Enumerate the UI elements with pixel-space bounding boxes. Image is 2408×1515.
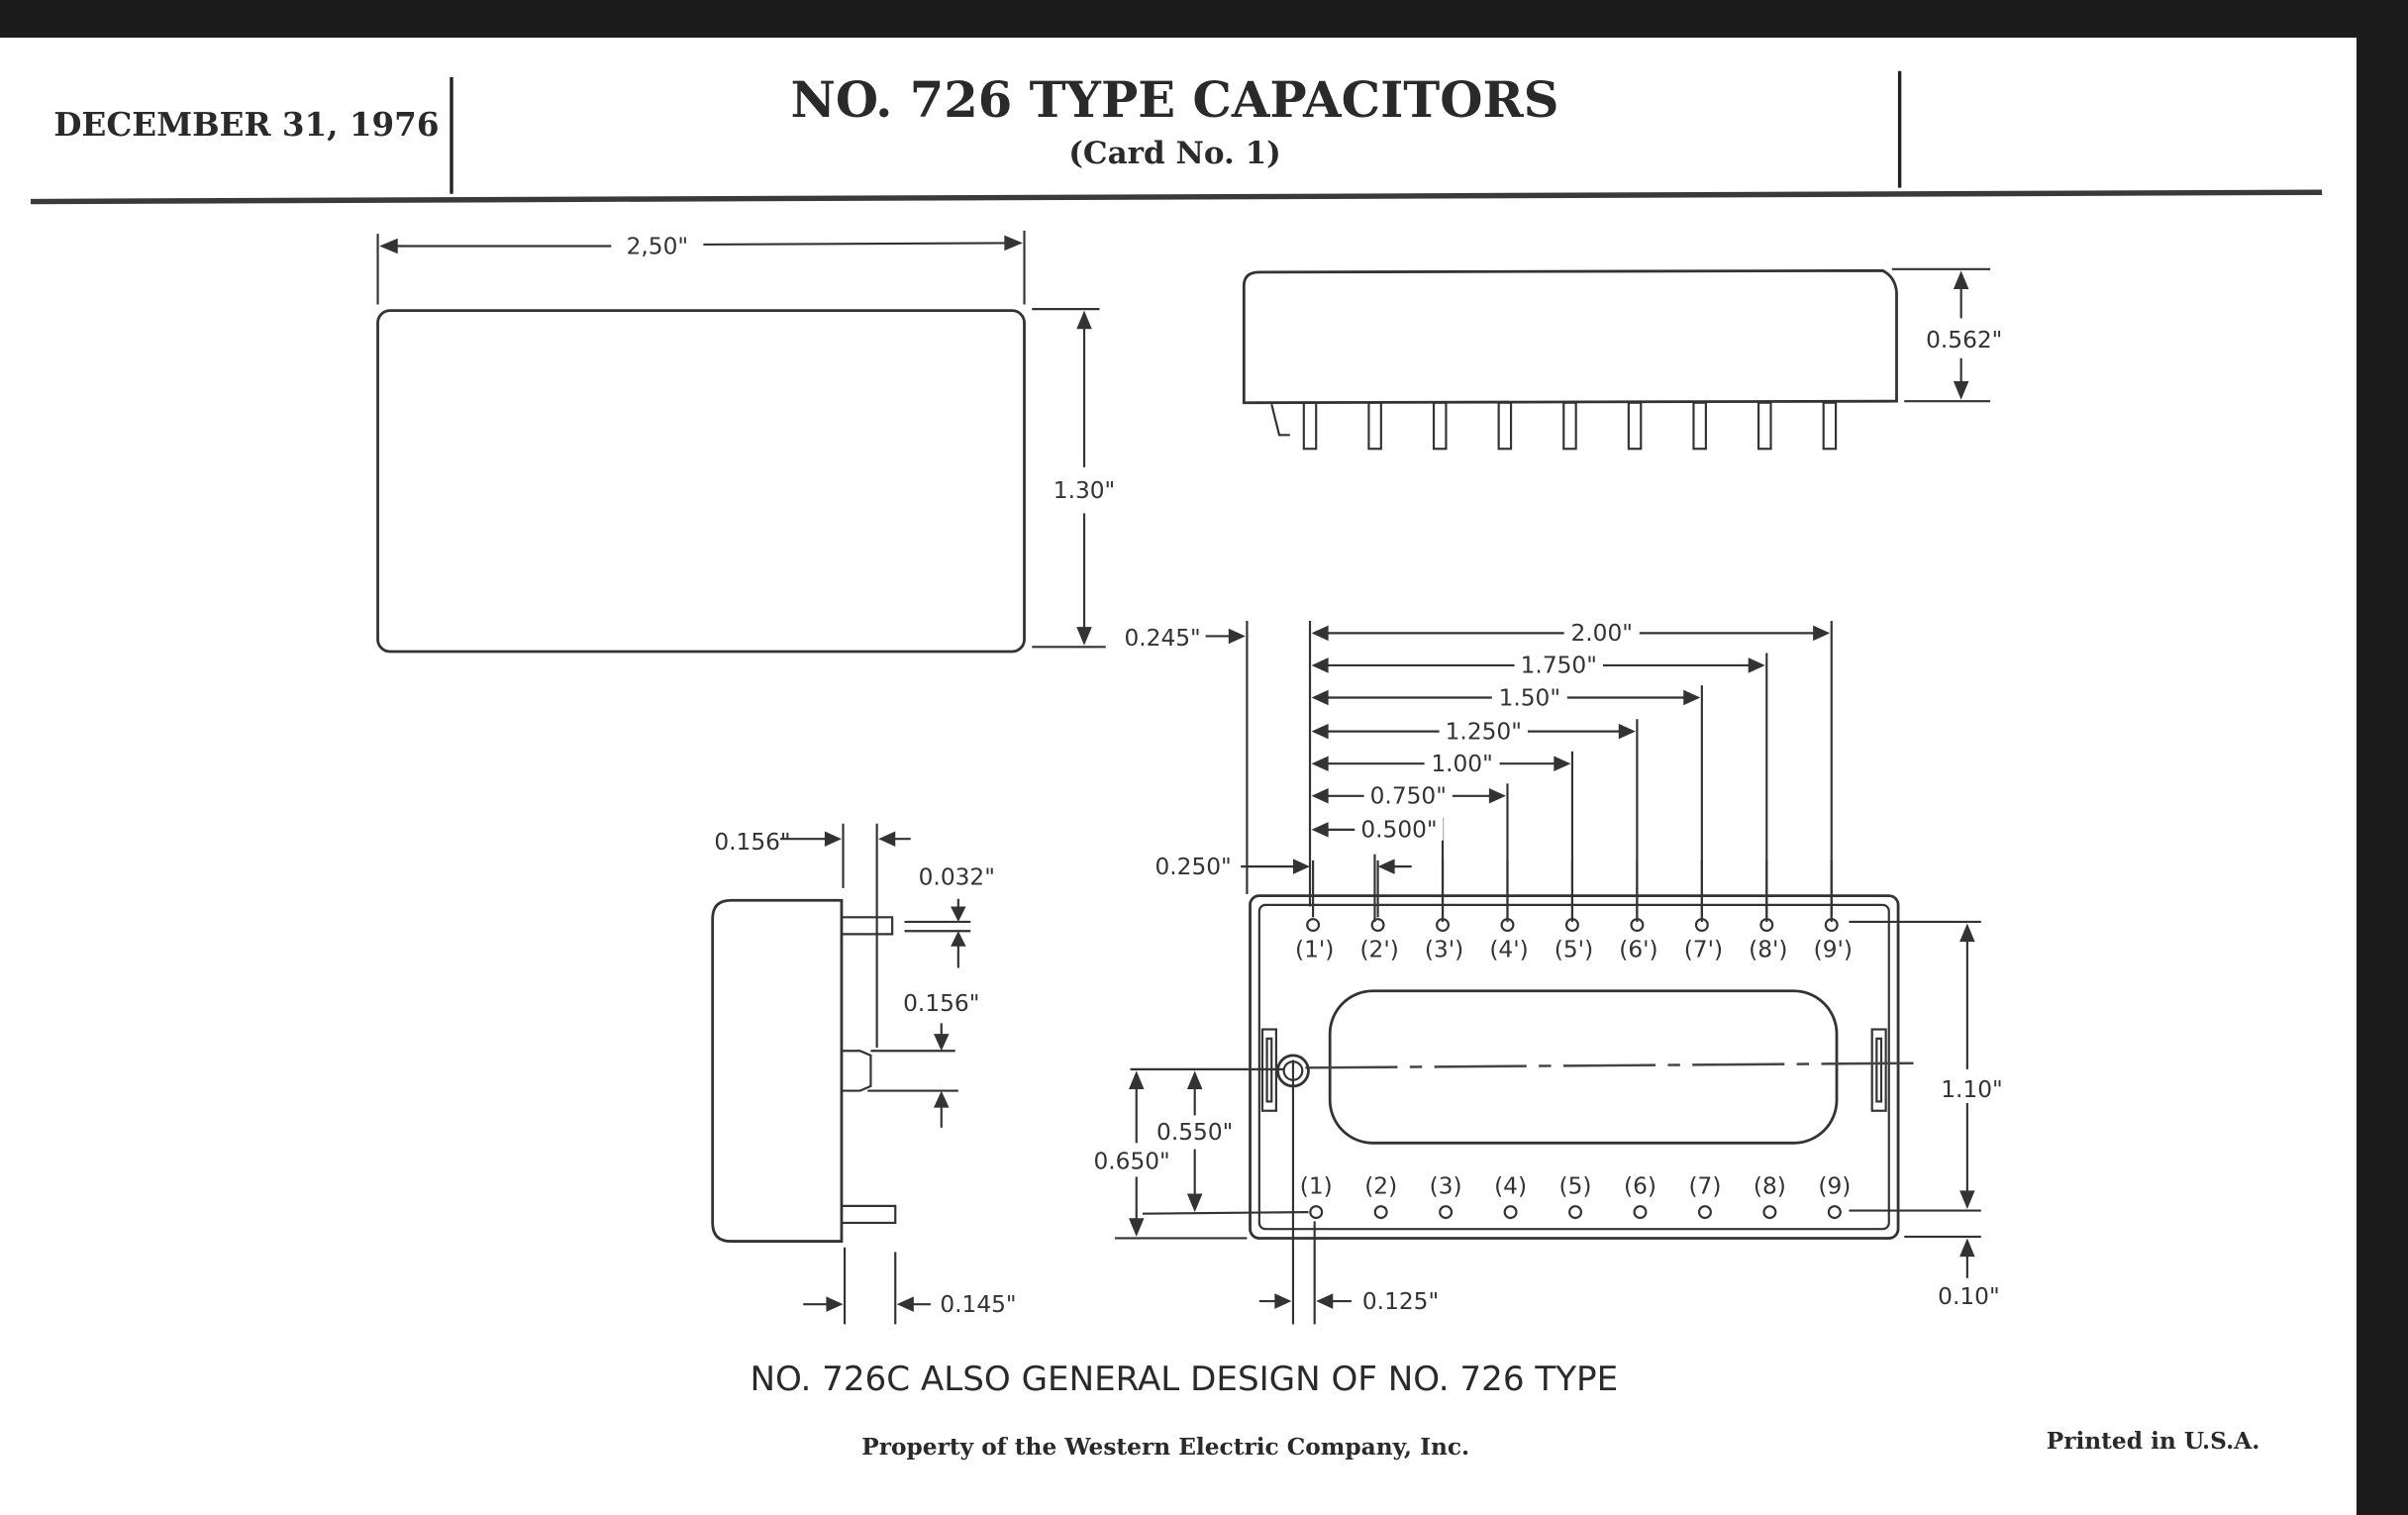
side-pin (1367, 401, 1382, 451)
pin-hole (1762, 1205, 1777, 1220)
pin-hole (1503, 1205, 1518, 1220)
pin-label: (5) (1559, 1172, 1592, 1199)
bottom-view: 0.500"0.750"1.00"1.250"1.50"1.750"2.00" … (1093, 619, 2003, 1325)
pin-label: (8') (1749, 937, 1787, 963)
footer: NO. 726C ALSO GENERAL DESIGN OF NO. 726 … (750, 1360, 2259, 1461)
pin-hole (1306, 918, 1321, 933)
pin-hole (1824, 918, 1839, 933)
side-pin (1432, 401, 1448, 451)
top-view-outline (376, 309, 1026, 654)
pin-hole (1697, 1205, 1712, 1220)
side-pin (1302, 401, 1318, 451)
pin-label: (7') (1684, 937, 1723, 963)
end-view-pin-offset-label: 0.156" (714, 829, 790, 856)
bottom-view-outer (1249, 894, 1900, 1240)
bottom-view-mount-to-edge-label: 0.650" (1093, 1149, 1169, 1175)
pin-spacing-label: 0.750" (1370, 783, 1447, 810)
pin-label: (9') (1814, 937, 1853, 963)
pin-hole (1630, 918, 1645, 933)
end-view-tab-height-label: 0.156" (903, 990, 979, 1017)
pin-label: (2') (1359, 937, 1398, 963)
pin-hole (1309, 1205, 1324, 1220)
side-view: 0.562" (1242, 267, 2002, 451)
pin-label: (4) (1494, 1172, 1527, 1199)
bottom-view-bottom-margin-label: 0.10" (1938, 1283, 1999, 1310)
pin-label: (3) (1430, 1172, 1462, 1199)
side-pin (1692, 401, 1707, 451)
pin-label: (6) (1624, 1172, 1656, 1199)
side-pin (1562, 401, 1577, 451)
side-view-height-label: 0.562" (1926, 327, 2002, 354)
pin-label: (1) (1300, 1172, 1333, 1199)
property-notice: Property of the Western Electric Company… (861, 1434, 1469, 1461)
bottom-view-mount-to-pins-label: 0.550" (1156, 1119, 1233, 1146)
end-view: 0.156" 0.032" 0.156" 0.145" (711, 823, 1017, 1325)
end-view-pin-length-label: 0.145" (940, 1291, 1016, 1318)
pin-label: (3') (1425, 937, 1463, 963)
side-view-outline (1242, 268, 1898, 405)
pin-label: (4') (1489, 937, 1528, 963)
end-view-pin-thickness-label: 0.032" (919, 864, 995, 891)
pin-spacing-label: 0.500" (1360, 817, 1437, 844)
pin-hole (1500, 918, 1515, 933)
pin-hole (1439, 1205, 1454, 1220)
bottom-view-mount-offset-label: 0.125" (1362, 1288, 1439, 1315)
bottom-view-left-offset-pins-label: 0.250" (1155, 854, 1232, 880)
top-view-height-label: 1.30" (1054, 477, 1115, 504)
card-title: NO. 726 TYPE CAPACITORS (791, 70, 1559, 129)
side-pin (1756, 401, 1772, 451)
top-view-width-label: 2,50" (627, 233, 688, 259)
pin-hole (1370, 918, 1385, 933)
pin-label: (1') (1295, 937, 1334, 963)
pin-hole (1373, 1205, 1388, 1220)
top-pin-row: (1') (2') (3') (4') (5') (6') (7') (8') (9') (1295, 859, 1853, 963)
pin-spacing-label: 1.750" (1521, 653, 1597, 679)
bottom-view-inner (1257, 903, 1890, 1231)
pin-label: (8) (1754, 1172, 1786, 1199)
bottom-view-window (1328, 989, 1839, 1145)
card-date: DECEMBER 31, 1976 (53, 105, 439, 144)
side-pin (1497, 401, 1513, 451)
printed-notice: Printed in U.S.A. (2047, 1428, 2260, 1455)
design-note: NO. 726C ALSO GENERAL DESIGN OF NO. 726 … (750, 1360, 1618, 1399)
pin-spacing-label: 2.00" (1570, 620, 1632, 647)
pin-hole (1759, 918, 1774, 933)
pin-label: (6') (1619, 937, 1657, 963)
side-pin (1822, 401, 1838, 451)
pin-label: (7) (1688, 1172, 1721, 1199)
pin-hole (1694, 918, 1709, 933)
pin-hole (1827, 1205, 1842, 1220)
bottom-view-left-offset-top-label: 0.245" (1124, 625, 1200, 652)
bottom-pin-row: (1) (2) (3) (4) (5) (6) (7) (8) (9) (1300, 1172, 1851, 1220)
pin-hole (1564, 918, 1579, 933)
side-view-pins (1302, 401, 1838, 451)
pin-spacing-label: 1.250" (1446, 718, 1522, 745)
pin-spacing-label: 1.50" (1499, 684, 1560, 711)
side-pin (1627, 401, 1643, 451)
bottom-view-row-spacing-label: 1.10" (1941, 1076, 2002, 1103)
pin-spacing-dimensions: 0.500" 0.750" 1.00" 1.250" 1.50" 1.750" 2.00" (1308, 619, 1833, 922)
top-view: 2,50" 1.30" (376, 230, 1115, 654)
pin-hole (1436, 918, 1451, 933)
end-view-outline (711, 898, 844, 1243)
pin-label: (2) (1364, 1172, 1397, 1199)
pin-spacing-label: 1.00" (1431, 751, 1492, 777)
pin-label: (9) (1818, 1172, 1851, 1199)
card-subtitle: (Card No. 1) (1068, 136, 1281, 171)
pin-hole (1568, 1205, 1583, 1220)
header-rule (31, 189, 2323, 205)
header: DECEMBER 31, 1976 NO. 726 TYPE CAPACITOR… (31, 70, 2323, 205)
pin-hole (1633, 1205, 1648, 1220)
pin-label: (5') (1555, 937, 1593, 963)
